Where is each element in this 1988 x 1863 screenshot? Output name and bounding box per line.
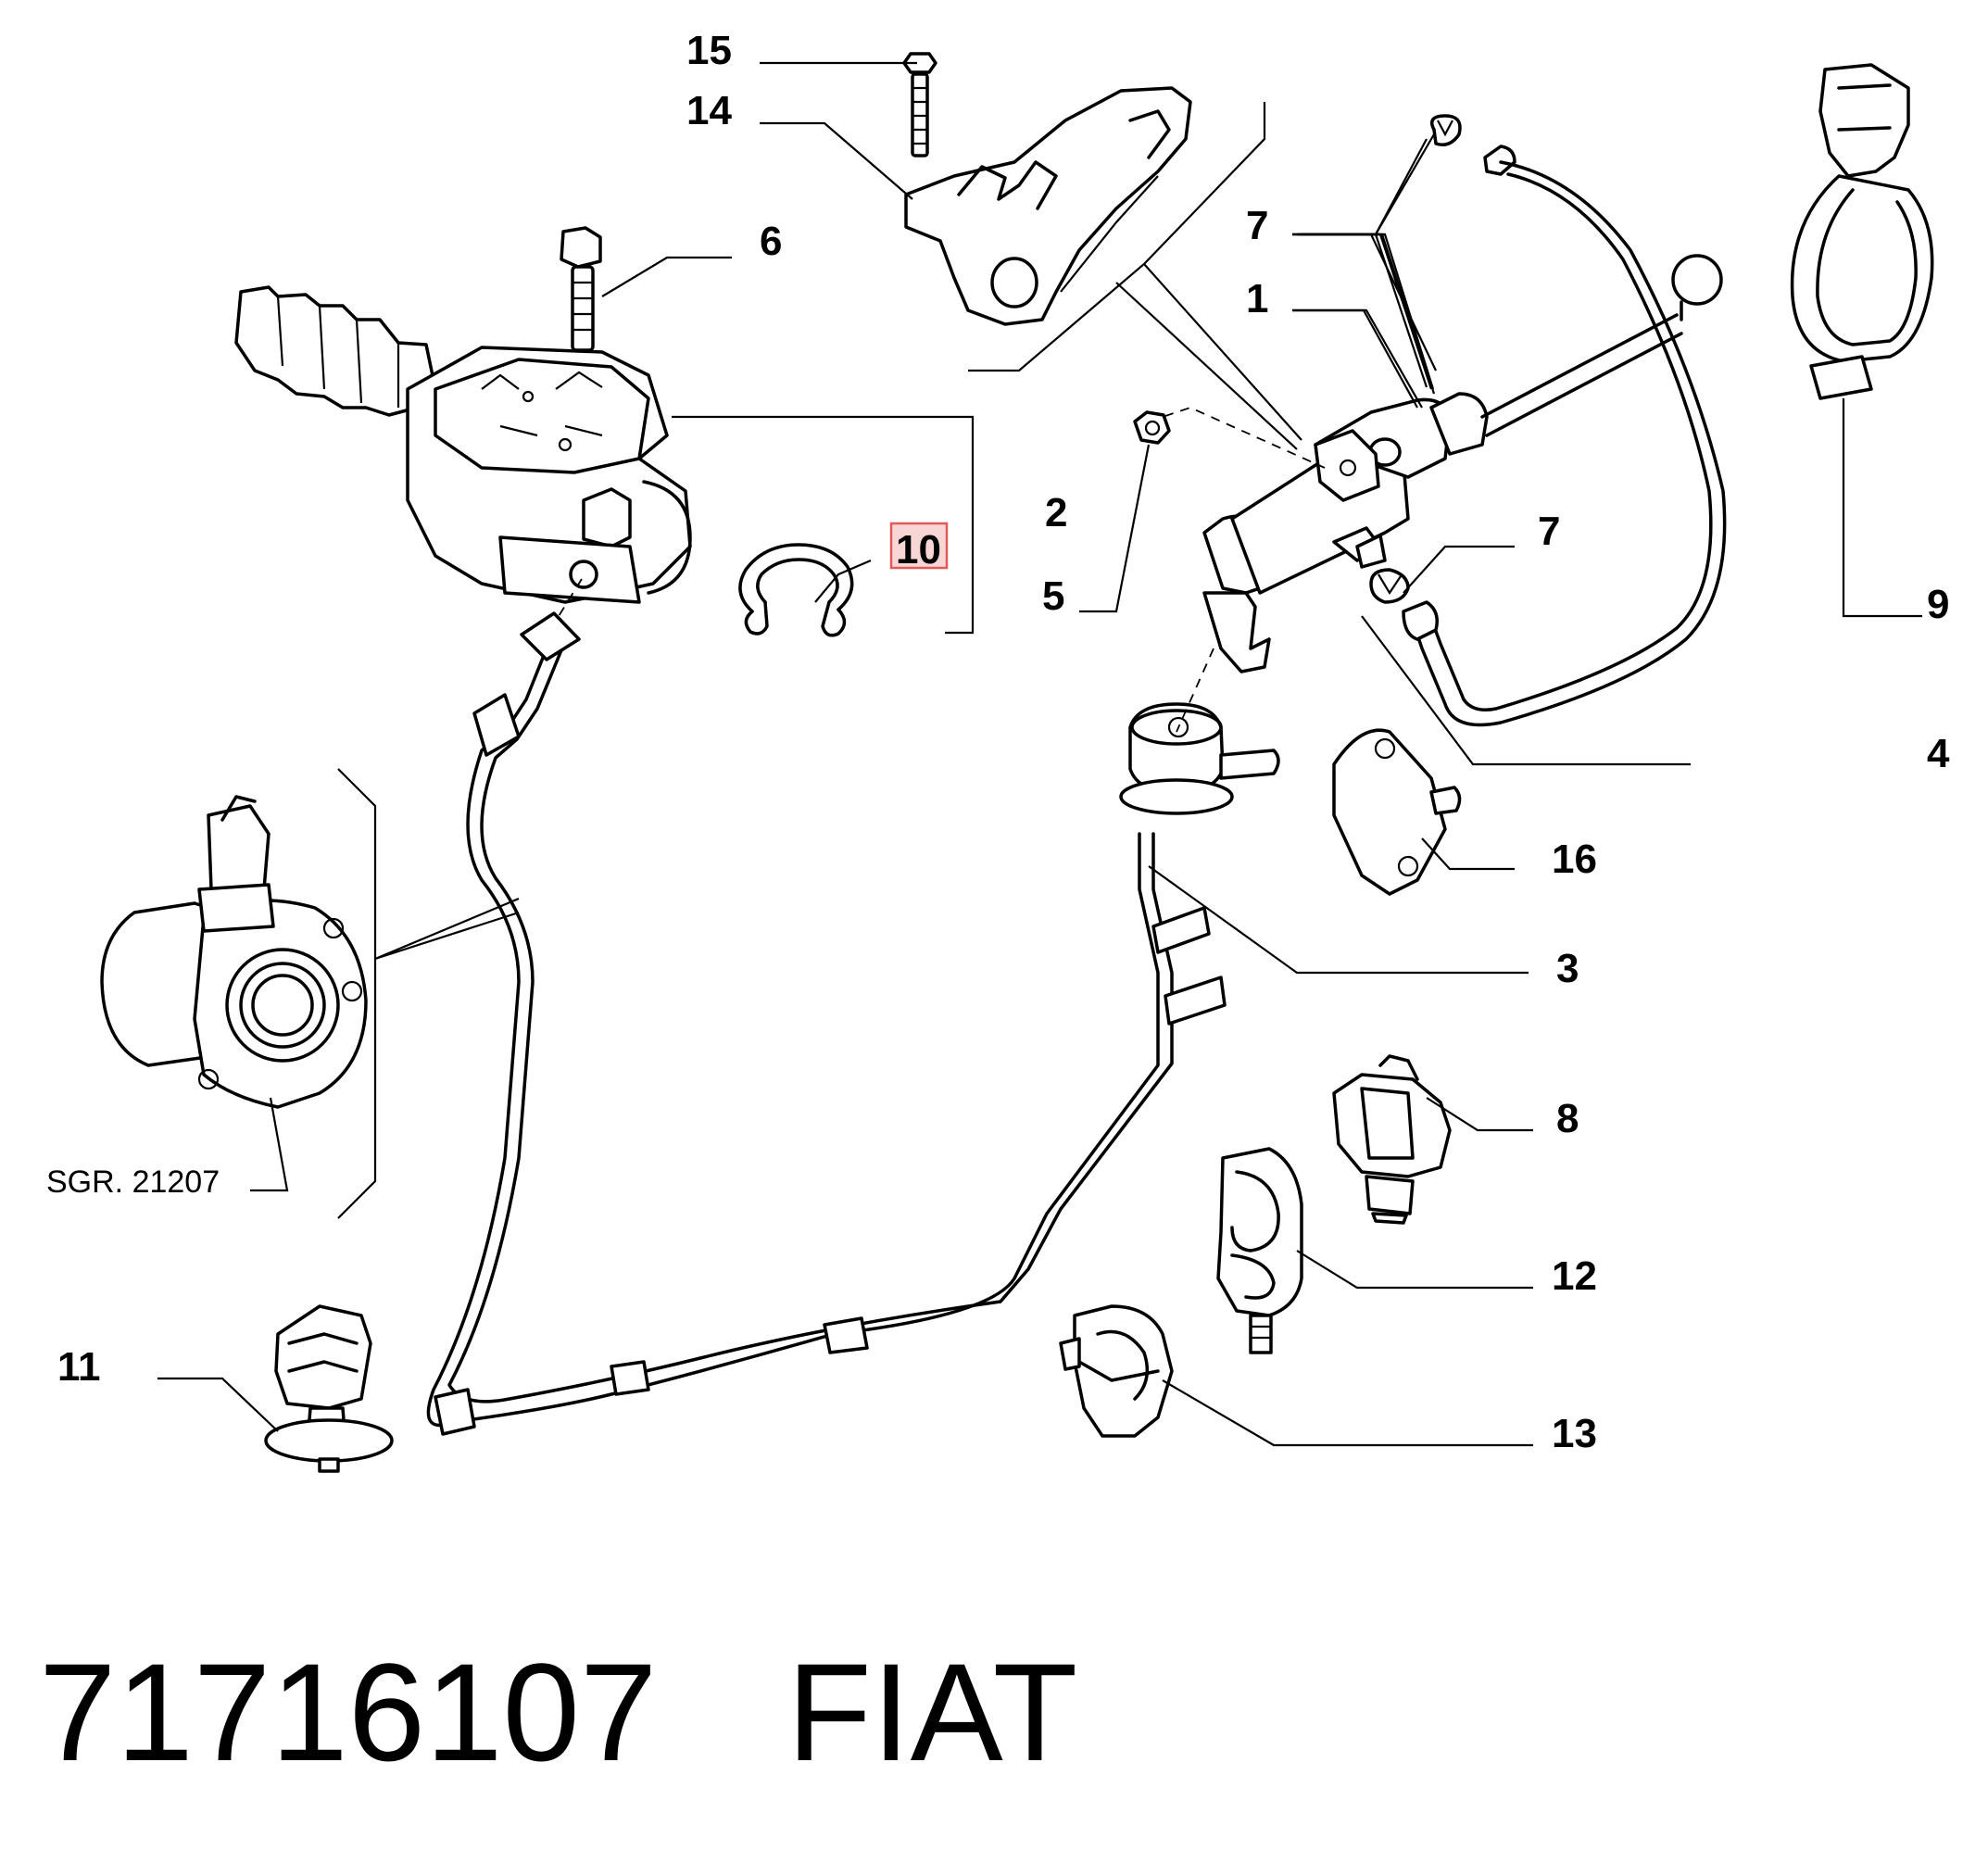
gasket-part-16 (1332, 728, 1462, 896)
callout-7-upper: 7 (1246, 203, 1268, 248)
master-cylinder-part-1 (1202, 254, 1723, 673)
callout-11: 11 (57, 1344, 101, 1390)
callout-6: 6 (760, 219, 782, 264)
callout-10: 10 (896, 527, 941, 573)
callout-16: 16 (1552, 837, 1597, 882)
clip-part-11 (264, 1304, 394, 1473)
callout-9: 9 (1927, 582, 1949, 627)
clip-part-13 (1059, 1304, 1174, 1438)
bracket-part-14 (904, 86, 1192, 326)
highlight-box-callout-10 (889, 522, 949, 570)
reservoir-hose-part-4 (1402, 145, 1727, 727)
slave-cylinder-part-2 (234, 285, 692, 604)
callout-15: 15 (686, 28, 732, 73)
callout-14: 14 (686, 88, 732, 133)
nut-part-5 (1133, 410, 1171, 445)
group-bracket-2 (672, 415, 975, 635)
double-clip-part-9 (1790, 63, 1934, 618)
release-bearing-sgr-21207 (100, 795, 368, 1109)
callout-7-lower: 7 (1538, 509, 1560, 554)
clip-part-8 (1332, 1054, 1452, 1225)
subgroup-reference: SGR. 21207 (46, 1164, 220, 1200)
hose-clamp-part-7-lower (1369, 568, 1410, 604)
callout-5: 5 (1042, 573, 1064, 619)
assembly-line-1-5 (1148, 407, 1326, 469)
bolt-part-6 (560, 226, 602, 352)
leader-lines (157, 61, 1691, 1447)
damper-part-3 (1119, 702, 1529, 1026)
callout-3: 3 (1556, 946, 1579, 991)
bolt-part-15 (902, 52, 937, 157)
assembly-line-2-3 (555, 578, 583, 622)
group-bracket-1-pointer (1115, 263, 1302, 450)
group-bracket-sgr (337, 768, 377, 1219)
hose-clamp-part-7-upper (1430, 114, 1462, 146)
callout-2: 2 (1045, 490, 1067, 535)
clip-part-10 (738, 543, 854, 637)
callout-8: 8 (1556, 1096, 1579, 1141)
group-bracket-sgr-pointer (374, 897, 520, 961)
brand-name: FIAT (786, 1634, 1078, 1790)
footer-caption: 71716107 FIAT (39, 1632, 1077, 1793)
callout-1: 1 (1246, 276, 1268, 321)
clip-part-12 (1216, 1147, 1303, 1354)
clutch-pipe-part-3-left (426, 611, 1174, 1436)
callout-13: 13 (1552, 1411, 1597, 1456)
callout-12: 12 (1552, 1253, 1597, 1299)
part-number: 71716107 (39, 1634, 658, 1790)
callout-4: 4 (1927, 731, 1950, 776)
